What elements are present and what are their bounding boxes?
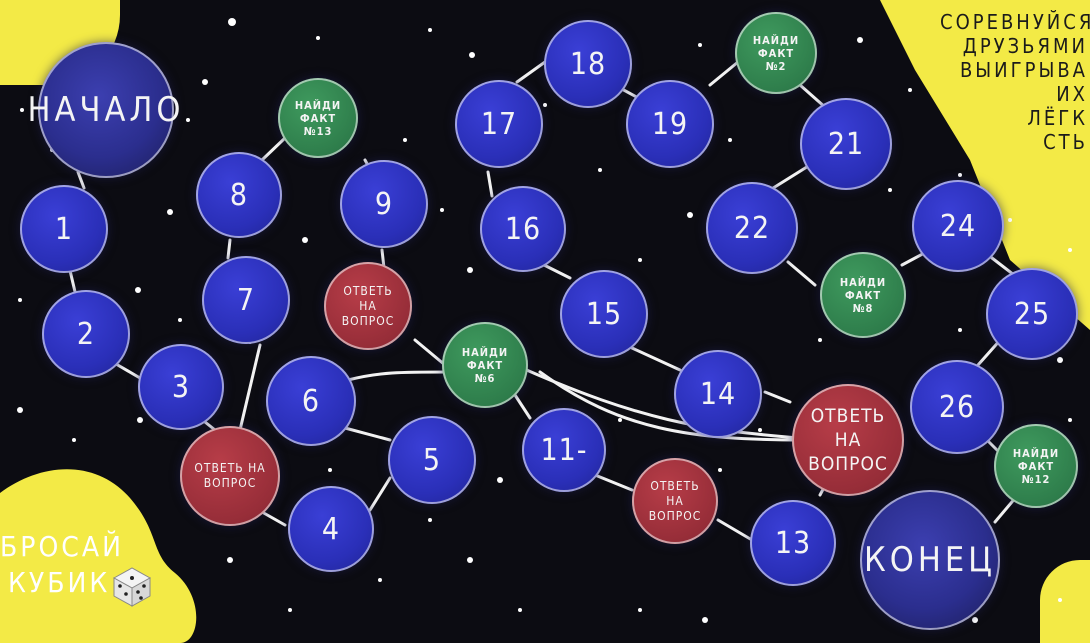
- fact-12-label: НАЙДИ ФАКТ №12: [1012, 446, 1060, 486]
- question-cell-2: ОТВЕТЬ НА ВОПРОС: [324, 262, 412, 350]
- cell-15-label: 15: [585, 296, 623, 332]
- cell-2-label: 2: [76, 316, 96, 352]
- cell-14-label: 14: [699, 376, 737, 412]
- cell-9: 9: [340, 160, 428, 248]
- cell-1: 1: [20, 185, 108, 273]
- cell-11: 11-: [522, 408, 606, 492]
- cell-2: 2: [42, 290, 130, 378]
- yellow-blob-bottom-left: [0, 469, 197, 643]
- cell-16: 16: [480, 186, 566, 272]
- cell-19: 19: [626, 80, 714, 168]
- cell-24: 24: [912, 180, 1004, 272]
- question-cell-3: ОТВЕТЬ НА ВОПРОС: [632, 458, 718, 544]
- cell-1-label: 1: [54, 211, 74, 247]
- cell-11-label: 11-: [540, 432, 588, 468]
- cell-6-label: 6: [301, 383, 321, 419]
- cell-17-label: 17: [480, 106, 518, 142]
- slogan-text: СОРЕВНУЙСЯ ДРУЗЬЯМИ ВЫИГРЫВА ИХ ЛЁГК СТЬ: [940, 10, 1090, 154]
- fact-2-label: НАЙДИ ФАКТ №2: [752, 33, 800, 73]
- cell-8: 8: [196, 152, 282, 238]
- cell-7: 7: [202, 256, 290, 344]
- start-cell: НАЧАЛО: [28, 42, 180, 178]
- question-cell-1: ОТВЕТЬ НА ВОПРОС: [180, 426, 280, 526]
- fact-8-cell: НАЙДИ ФАКТ №8: [820, 252, 906, 338]
- cell-8-label: 8: [229, 177, 249, 213]
- end-label: КОНЕЦ: [864, 540, 996, 580]
- cell-21-label: 21: [827, 126, 865, 162]
- cell-9-label: 9: [374, 186, 394, 222]
- cell-26: 26: [910, 360, 1004, 454]
- slogan-line-3: ВЫИГРЫВА: [959, 58, 1088, 82]
- fact-8-label: НАЙДИ ФАКТ №8: [839, 275, 887, 315]
- cell-3-label: 3: [171, 369, 191, 405]
- cell-14: 14: [674, 350, 762, 438]
- cell-24-label: 24: [939, 208, 977, 244]
- dice-text-line2: КУБИК: [8, 566, 111, 599]
- cell-17: 17: [455, 80, 543, 168]
- fact-6-cell: НАЙДИ ФАКТ №6: [442, 322, 528, 408]
- slogan-line-2: ДРУЗЬЯМИ: [962, 34, 1088, 58]
- slogan-line-4: ИХ: [1056, 82, 1088, 106]
- question-2-label: ОТВЕТЬ НА ВОПРОС: [341, 283, 395, 328]
- cell-13-label: 13: [774, 525, 812, 561]
- cell-18: 18: [544, 20, 632, 108]
- cell-22-label: 22: [733, 210, 771, 246]
- cell-25: 25: [986, 268, 1078, 360]
- cell-3: 3: [138, 344, 224, 430]
- fact-12-cell: НАЙДИ ФАКТ №12: [994, 424, 1078, 508]
- cell-4: 4: [288, 486, 374, 572]
- yellow-corner-top-right: [880, 0, 1090, 330]
- end-cell: КОНЕЦ: [860, 490, 1000, 630]
- slogan-line-1: СОРЕВНУЙСЯ: [940, 10, 1090, 34]
- question-4-label: ОТВЕТЬ НА ВОПРОС: [808, 405, 888, 475]
- cell-19-label: 19: [651, 106, 689, 142]
- cell-6: 6: [266, 356, 356, 446]
- fact-2-cell: НАЙДИ ФАКТ №2: [735, 12, 817, 94]
- cell-4-label: 4: [321, 511, 341, 547]
- dice-text-line1: БРОСАЙ: [0, 530, 124, 563]
- question-1-label: ОТВЕТЬ НА ВОПРОС: [194, 461, 266, 490]
- cell-18-label: 18: [569, 46, 607, 82]
- cell-5: 5: [388, 416, 476, 504]
- fact-13-cell: НАЙДИ ФАКТ №13: [278, 78, 358, 158]
- slogan-line-6: СТЬ: [1043, 130, 1088, 154]
- fact-13-label: НАЙДИ ФАКТ №13: [294, 98, 342, 138]
- cell-26-label: 26: [938, 389, 976, 425]
- cell-21: 21: [800, 98, 892, 190]
- dice-icon: [112, 567, 152, 607]
- cell-13: 13: [750, 500, 836, 586]
- cell-22: 22: [706, 182, 798, 274]
- fact-6-label: НАЙДИ ФАКТ №6: [461, 345, 509, 385]
- yellow-strip-bottom-right: [1040, 560, 1090, 643]
- question-3-label: ОТВЕТЬ НА ВОПРОС: [648, 478, 702, 523]
- cell-5-label: 5: [422, 442, 442, 478]
- cell-25-label: 25: [1013, 296, 1051, 332]
- question-cell-4: ОТВЕТЬ НА ВОПРОС: [792, 384, 904, 496]
- cell-15: 15: [560, 270, 648, 358]
- start-label: НАЧАЛО: [27, 90, 185, 130]
- cell-7-label: 7: [236, 282, 256, 318]
- cell-16-label: 16: [504, 211, 542, 247]
- slogan-line-5: ЛЁГК: [1027, 106, 1088, 130]
